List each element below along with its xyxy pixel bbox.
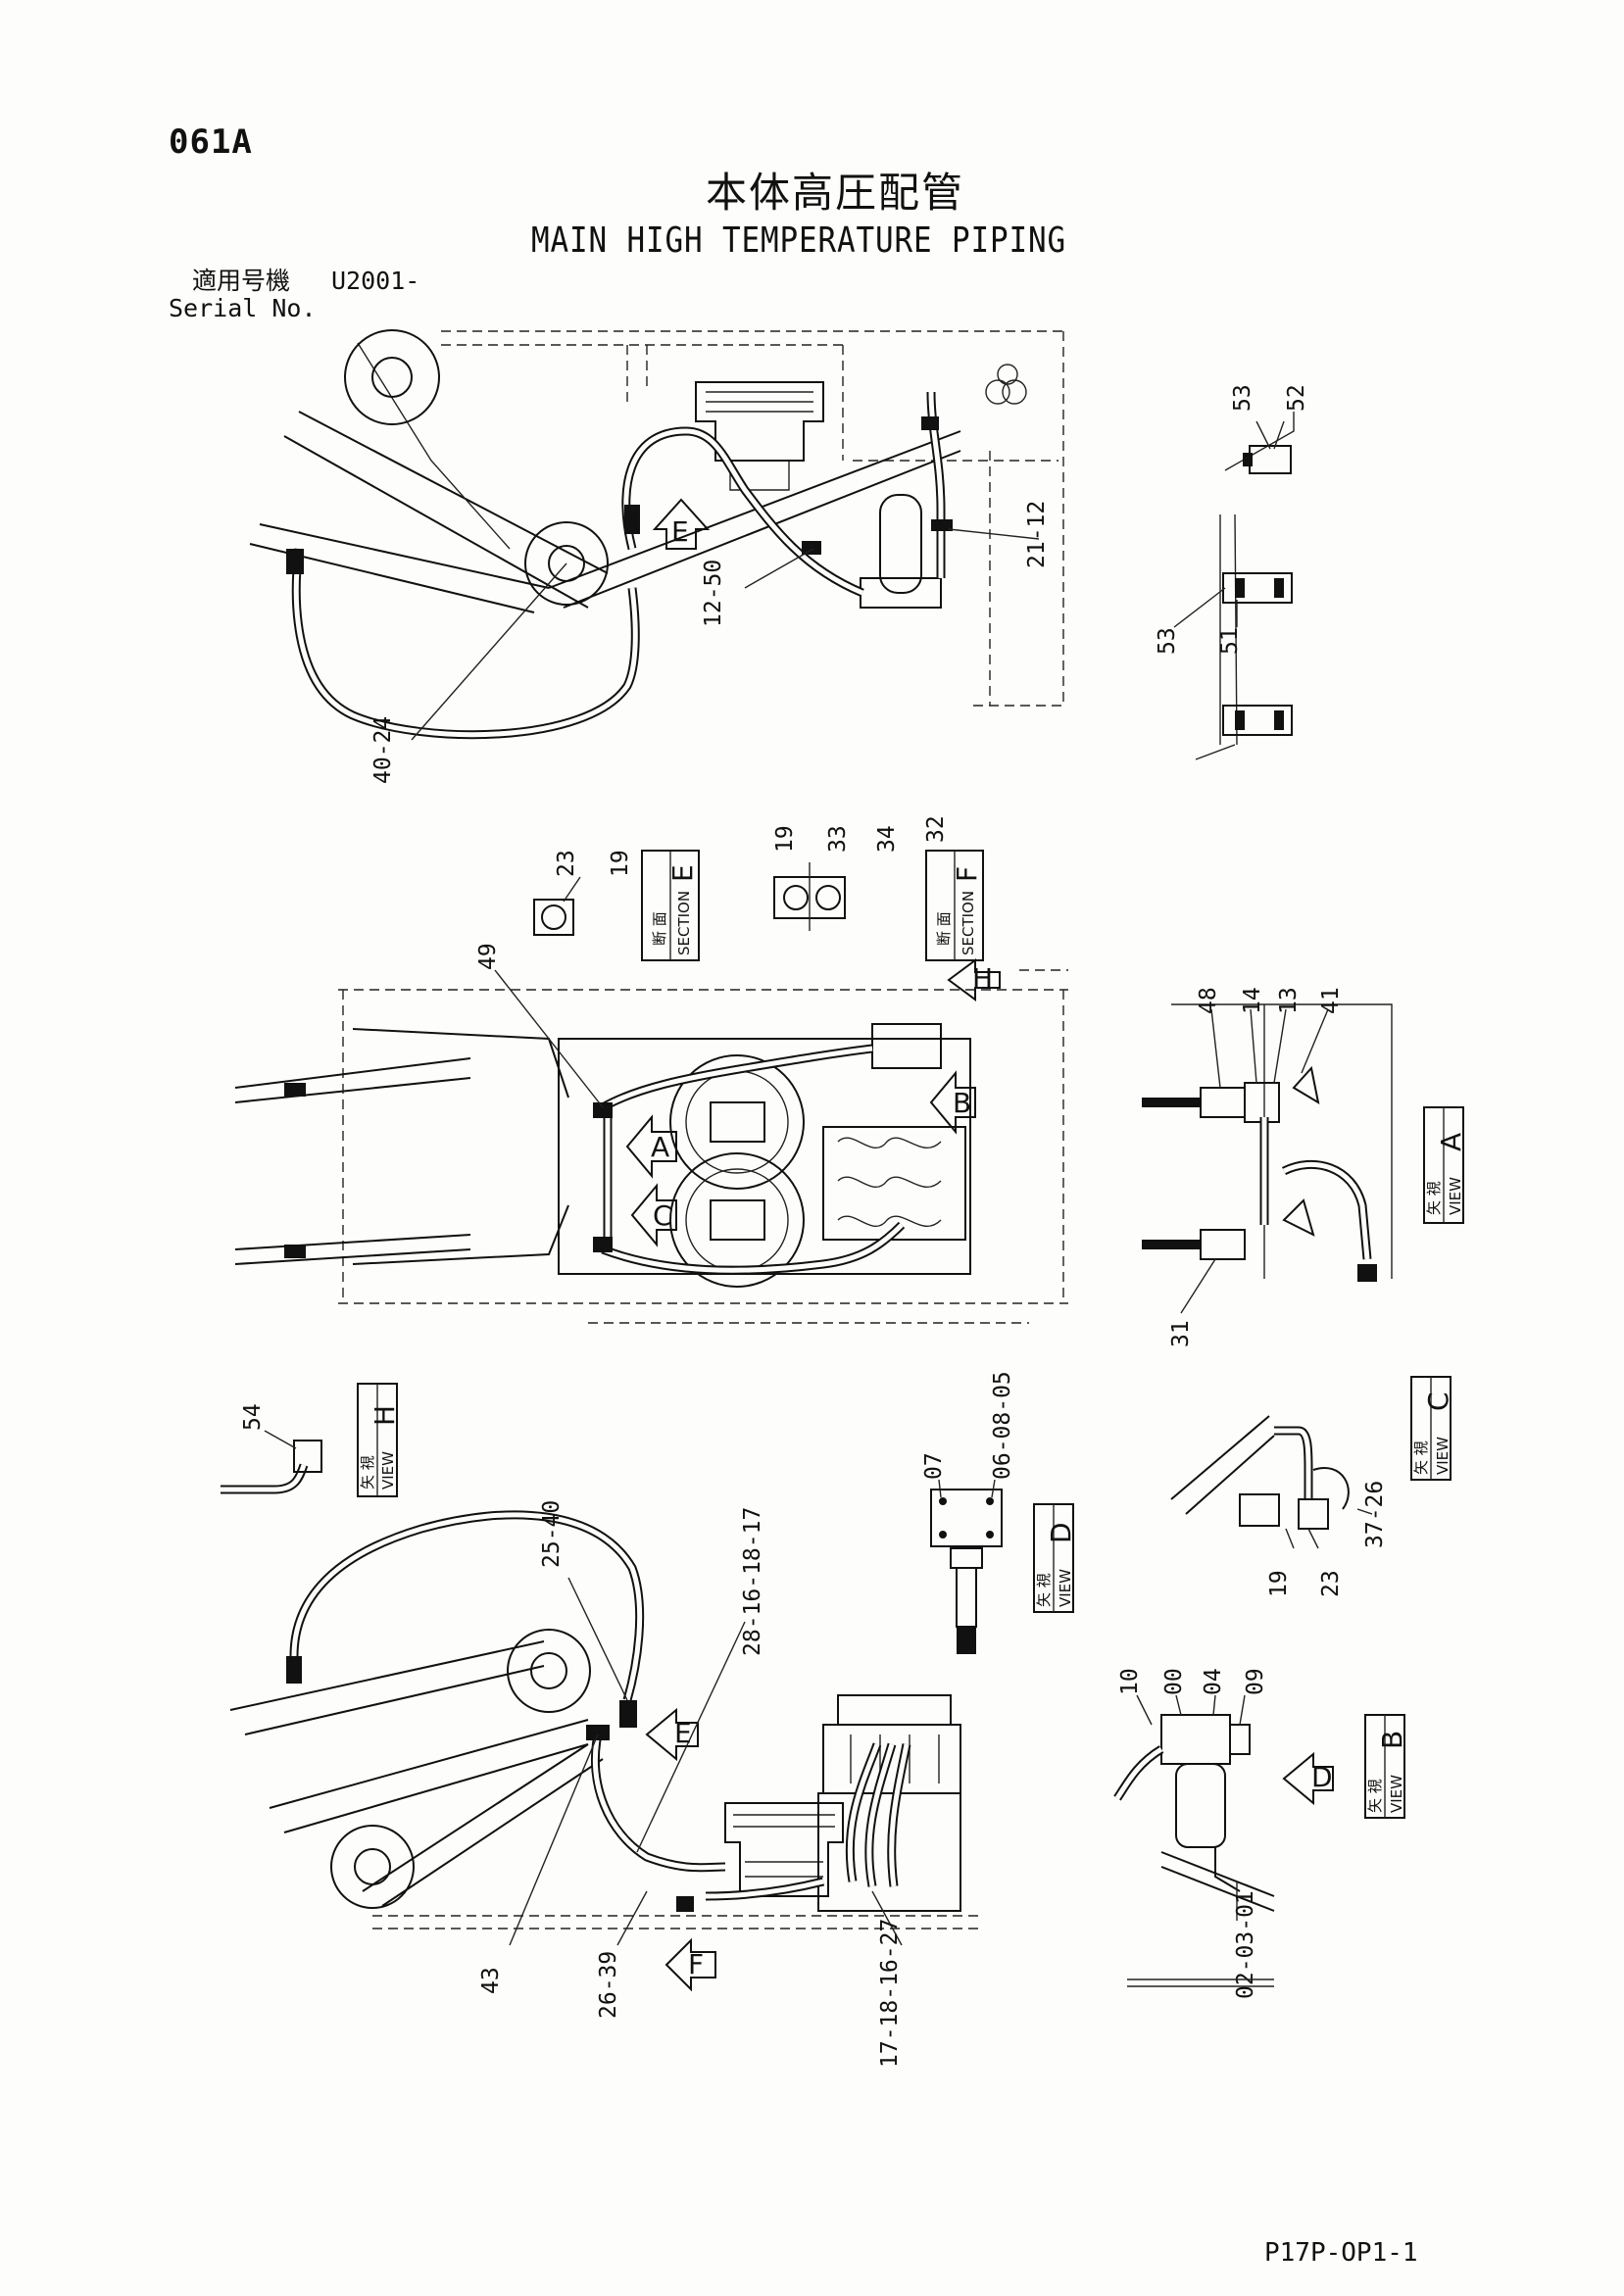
callout-10: 10 [1117, 1668, 1143, 1695]
view-d-detail [930, 1479, 1074, 1654]
callout-51: 51 [1217, 627, 1243, 655]
callout-04: 04 [1201, 1668, 1226, 1695]
view-b-en: VIEW [1388, 1775, 1405, 1813]
view-a-detail [1142, 1003, 1464, 1314]
view-h-jp: 矢 視 [359, 1455, 376, 1490]
callout-17-18-16-27: 17-18-16-27 [877, 1919, 903, 2068]
view-b-jp: 矢 視 [1366, 1779, 1384, 1813]
section-f-en: SECTION [960, 891, 977, 955]
page-code: 061A [169, 122, 253, 162]
callout-48: 48 [1196, 987, 1221, 1014]
callout-52: 52 [1284, 384, 1309, 412]
arrow-h-label: H [972, 962, 993, 995]
view-c-detail [1170, 1376, 1452, 1549]
callout-sec-f-32: 32 [923, 815, 949, 843]
view-c-jp: 矢 視 [1412, 1441, 1430, 1475]
serial-number-value: U2001- [331, 267, 420, 295]
view-h-en: VIEW [379, 1451, 397, 1490]
callout-31: 31 [1168, 1320, 1194, 1347]
section-f-letter: F [951, 866, 983, 882]
top-side-view: E [249, 329, 1064, 741]
arrow-a-label: A [651, 1131, 669, 1163]
callout-49: 49 [475, 943, 501, 970]
middle-plan-view: A B C H [234, 958, 1068, 1324]
section-f-jp: 断 面 [935, 911, 953, 946]
callout-07: 07 [921, 1452, 947, 1480]
callout-25-40: 25-40 [539, 1500, 565, 1568]
view-b-detail: D [1113, 1694, 1405, 1921]
title-english: MAIN HIGH TEMPERATURE PIPING [531, 220, 1066, 261]
view-d-en: VIEW [1057, 1569, 1074, 1607]
arrow-c-label: C [653, 1199, 672, 1232]
arrow-e-bottom-label: E [674, 1717, 692, 1749]
view-b-letter: B [1376, 1731, 1408, 1749]
view-d-letter: D [1045, 1522, 1077, 1543]
callout-14: 14 [1240, 987, 1265, 1014]
callout-43: 43 [478, 1967, 504, 1994]
callout-09: 09 [1243, 1668, 1268, 1695]
title-japanese: 本体高圧配管 [706, 169, 965, 217]
section-e-detail [533, 850, 700, 961]
view-a-jp: 矢 視 [1425, 1181, 1443, 1215]
view-h-detail [221, 1383, 398, 1497]
callout-sec-f-19: 19 [772, 825, 798, 853]
detail-view-top-right [1173, 412, 1295, 760]
view-d-jp: 矢 視 [1035, 1573, 1053, 1607]
callout-21-12: 21-12 [1024, 501, 1050, 568]
callout-sec-e-23: 23 [554, 850, 579, 877]
callout-53-upper: 53 [1230, 384, 1255, 412]
section-e-jp: 断 面 [651, 911, 668, 946]
callout-12-50: 12-50 [701, 560, 726, 627]
serial-label-english: Serial No. [169, 294, 317, 322]
callout-sec-e-19: 19 [608, 850, 633, 877]
callout-41: 41 [1318, 987, 1344, 1014]
section-e-en: SECTION [675, 891, 693, 955]
section-f-detail [773, 850, 984, 961]
arrow-e-label: E [671, 515, 689, 548]
view-a-letter: A [1435, 1133, 1467, 1151]
callout-02-03-01: 02-03-01 [1233, 1890, 1258, 1999]
callout-53-lower: 53 [1155, 627, 1180, 655]
callout-54: 54 [240, 1403, 266, 1431]
callout-40-24: 40-24 [370, 716, 396, 784]
view-h-letter: H [369, 1405, 401, 1426]
serial-label-japanese: 適用号機 [192, 267, 291, 295]
callout-13: 13 [1276, 987, 1302, 1014]
divider-mark [1127, 1978, 1274, 1987]
callout-28-16-18-17: 28-16-18-17 [740, 1507, 765, 1656]
section-e-letter: E [666, 864, 699, 882]
callout-37-26: 37-26 [1362, 1481, 1388, 1548]
bottom-side-view: E F [229, 1510, 980, 1992]
callout-view-c-19: 19 [1266, 1570, 1292, 1597]
footer-code: P17P-OP1-1 [1264, 2238, 1418, 2268]
arrow-b-label: B [953, 1087, 971, 1119]
view-c-en: VIEW [1434, 1437, 1452, 1475]
callout-06-08-05: 06-08-05 [990, 1371, 1015, 1480]
view-a-en: VIEW [1447, 1177, 1464, 1215]
view-c-letter: C [1422, 1392, 1454, 1411]
callout-sec-f-33: 33 [825, 825, 851, 853]
callout-view-c-23: 23 [1318, 1570, 1344, 1597]
arrow-f-label: F [688, 1948, 704, 1980]
callout-26-39: 26-39 [596, 1951, 621, 2019]
callout-00: 00 [1161, 1668, 1187, 1695]
arrow-d-label: D [1311, 1761, 1333, 1793]
callout-sec-f-34: 34 [874, 825, 900, 853]
